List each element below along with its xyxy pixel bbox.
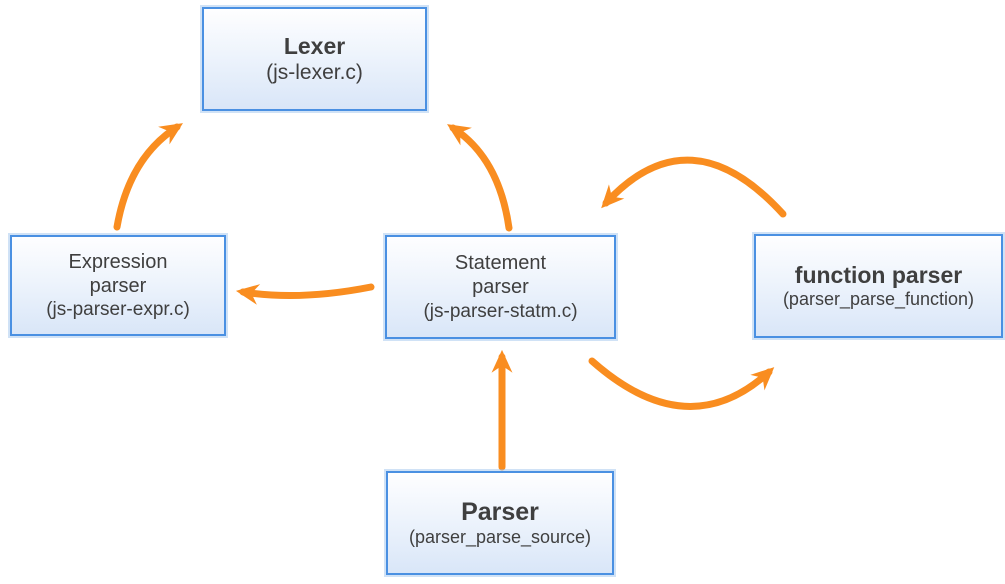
node-parser-subtitle: (parser_parse_source) [408, 527, 592, 548]
title-line: Expression [68, 250, 168, 273]
node-lexer-title: Lexer [283, 33, 346, 60]
node-parser-title: Parser [461, 497, 539, 526]
edge-statement-to-expression [235, 283, 375, 305]
node-parser: Parser (parser_parse_source) [386, 471, 614, 575]
node-statement-parser-title: Statement parser [455, 251, 546, 300]
node-statement-parser: Statement parser (js-parser-statm.c) [385, 235, 616, 339]
edge-expression-to-lexer [113, 123, 183, 231]
edge-statement-to-function [588, 357, 775, 410]
node-function-parser: function parser (parser_parse_function) [754, 234, 1003, 338]
edge-statement-to-lexer [447, 124, 513, 232]
title-line: parser [89, 274, 147, 297]
edge-function-to-statement [601, 156, 787, 218]
node-function-parser-title: function parser [794, 262, 963, 288]
node-expression-parser: Expression parser (js-parser-expr.c) [10, 235, 226, 336]
node-expression-parser-subtitle: (js-parser-expr.c) [46, 299, 190, 321]
title-line: Statement [454, 252, 547, 275]
node-function-parser-subtitle: (parser_parse_function) [782, 289, 975, 310]
node-lexer-subtitle: (js-lexer.c) [266, 61, 363, 85]
node-expression-parser-title: Expression parser [69, 250, 168, 299]
title-line: parser [472, 276, 529, 299]
node-statement-parser-subtitle: (js-parser-statm.c) [423, 300, 578, 322]
node-lexer: Lexer (js-lexer.c) [202, 7, 427, 111]
